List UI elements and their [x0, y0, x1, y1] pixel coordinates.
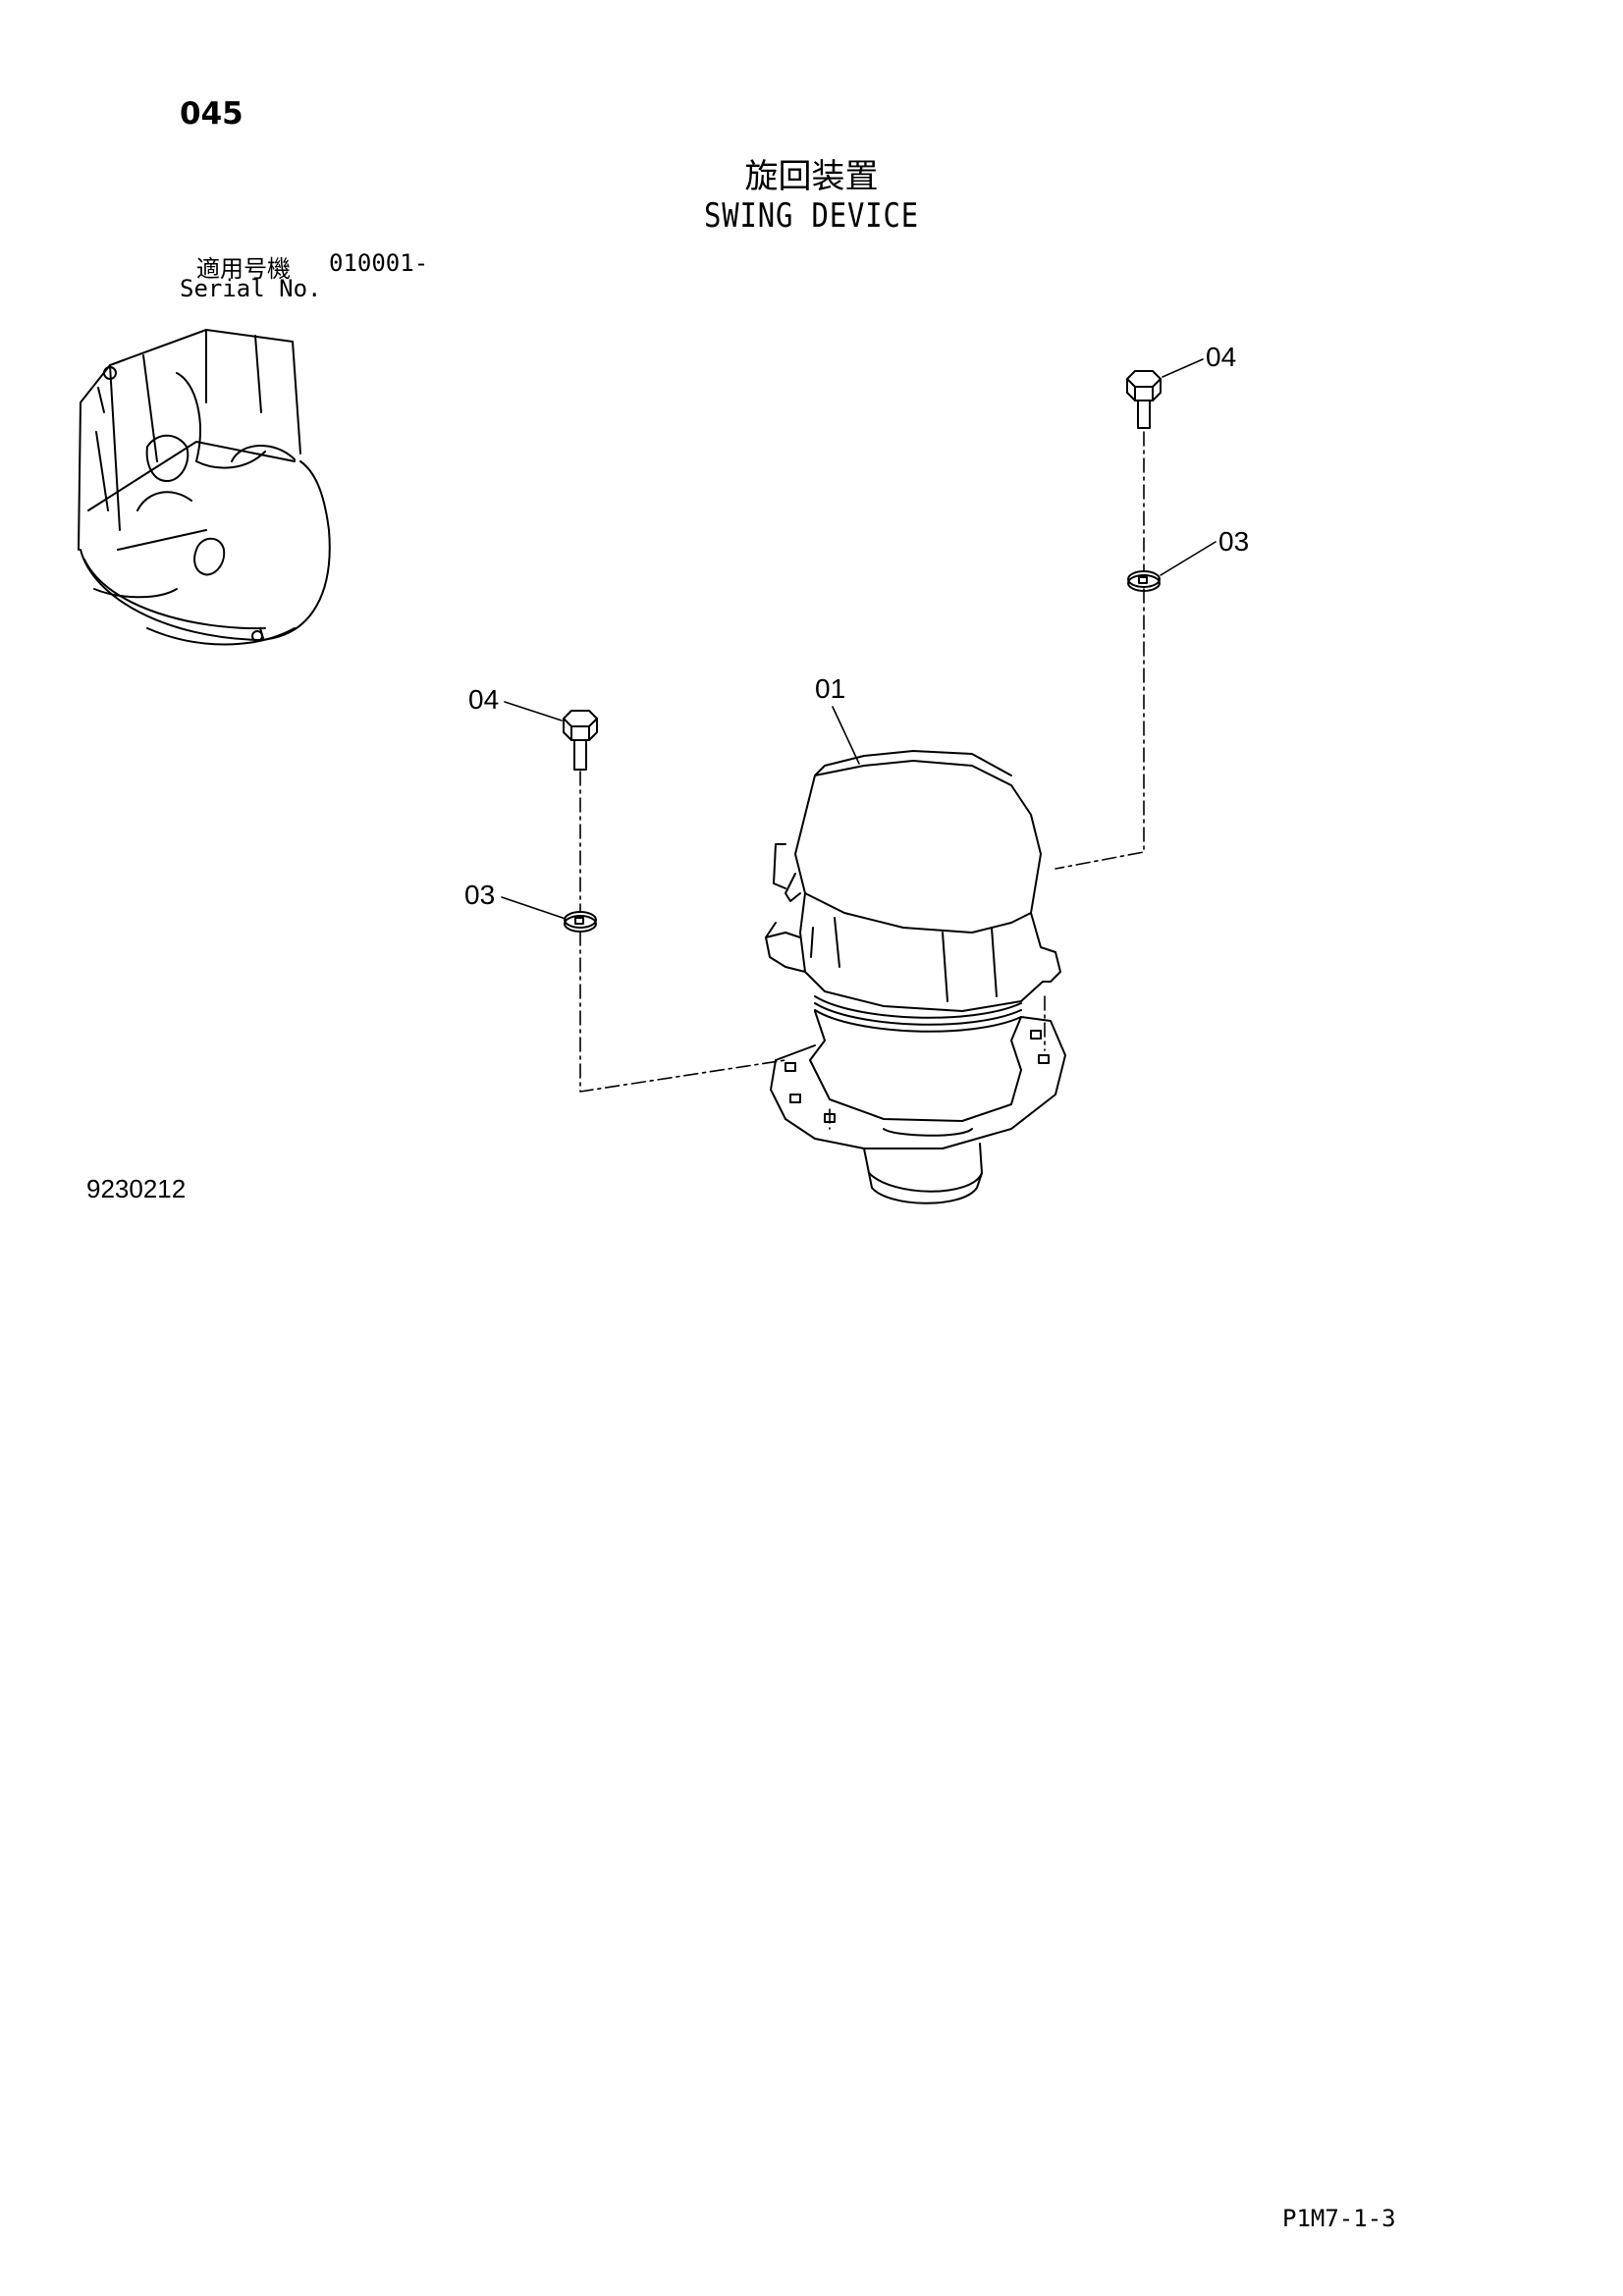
hex-bolt-right	[1126, 370, 1162, 429]
callout-washer-left: 03	[464, 880, 496, 910]
callout-swing-motor: 01	[815, 673, 846, 704]
callout-washer-right: 03	[1218, 526, 1250, 557]
leader-lines	[501, 358, 1217, 920]
assembly-lines	[579, 431, 1145, 1130]
page-title-jp: 旋回装置	[744, 157, 879, 196]
page-number: 045	[180, 96, 243, 132]
callout-bolt-left: 04	[468, 684, 500, 715]
washer-left	[564, 911, 597, 933]
serial-label-en: Serial No.	[180, 275, 322, 302]
swing-motor	[765, 750, 1066, 1204]
hex-bolt-left	[563, 710, 598, 771]
figure-number: 9230212	[86, 1174, 187, 1203]
serial-number-value: 010001-	[329, 249, 429, 277]
serial-label-jp: 適用号機	[196, 255, 291, 283]
excavator-locator-view	[78, 329, 331, 646]
callout-bolt-right: 04	[1206, 342, 1237, 372]
page-code: P1M7-1-3	[1282, 2205, 1396, 2232]
washer-right	[1127, 570, 1161, 592]
page-title-en: SWING DEVICE	[703, 196, 919, 236]
